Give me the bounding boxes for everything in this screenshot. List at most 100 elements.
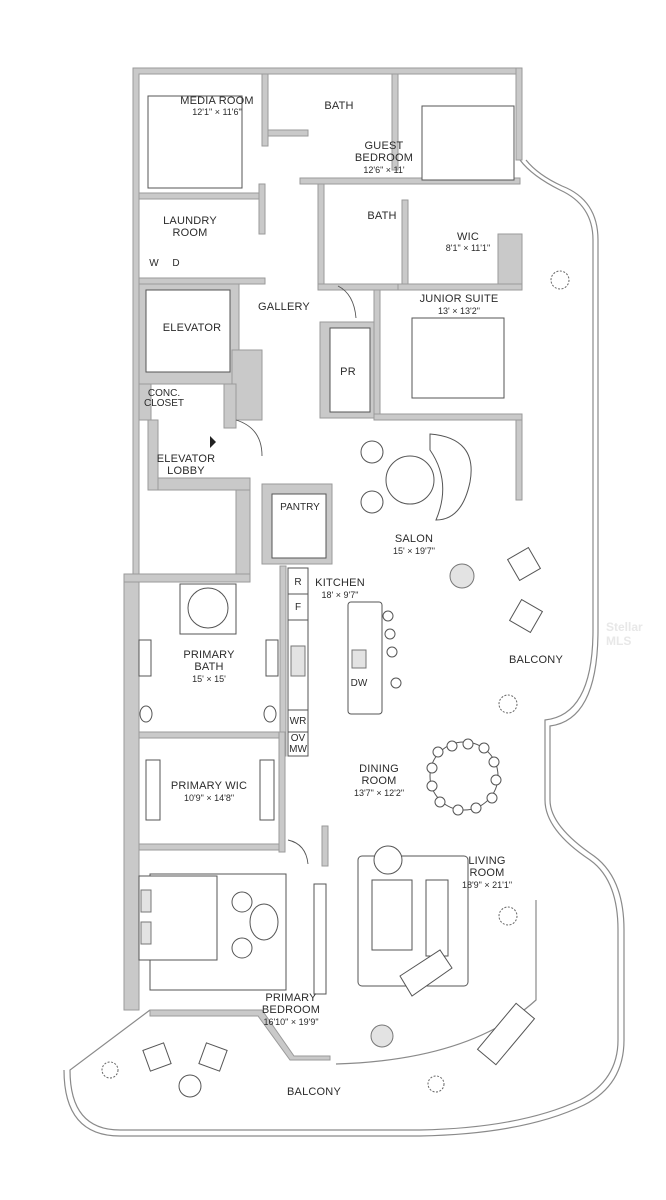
room-label-laundry-1: LAUNDRY — [163, 215, 217, 227]
wall-primary-north — [123, 573, 251, 583]
junior-bed — [411, 317, 505, 399]
primary-bath-tub — [187, 587, 229, 629]
room-label-bath-1: BATH — [324, 100, 354, 112]
primary-wic-shelf-right — [259, 759, 275, 821]
primary-bed — [138, 875, 218, 961]
dining-chair — [426, 762, 438, 774]
room-label-elevator: ELEVATOR — [162, 322, 222, 334]
dining-chair — [462, 738, 474, 750]
room-label-balcony-east: BALCONY — [509, 654, 563, 666]
room-dims-media: 12'1" × 11'6" — [192, 107, 242, 117]
wall-primary-west — [123, 573, 140, 1011]
room-dims-dining: 13'7" × 12'2" — [353, 788, 405, 798]
kitchen-sink — [351, 649, 367, 669]
wall-media-east — [261, 73, 269, 147]
appliance-microwave: MW — [289, 744, 307, 755]
wall-junior-south — [373, 413, 523, 421]
wall-lobby-south — [147, 477, 251, 491]
kitchen-app-ovmw — [287, 731, 309, 757]
primary-wic-shelf-left — [145, 759, 161, 821]
room-dims-living: 18'9" × 21'1" — [461, 880, 513, 890]
room-dims-primarybed: 16'10" × 19'9" — [263, 1017, 319, 1027]
appliance-refrigerator: R — [294, 577, 302, 588]
room-label-guest-1: GUEST — [364, 140, 404, 152]
appliance-washer: W — [149, 258, 159, 269]
room-label-primarybath-1: PRIMARY — [183, 649, 235, 661]
room-label-dining-1: DINING — [359, 763, 399, 775]
room-label-salon: SALON — [394, 533, 434, 545]
appliance-dryer: D — [172, 258, 180, 269]
living-wall-curve — [335, 900, 537, 1065]
wall-kitchen-west — [279, 565, 287, 757]
media-sofa — [147, 95, 243, 189]
salon-plant — [449, 563, 475, 589]
elevator-lobby-arrow — [210, 436, 216, 448]
tree — [498, 694, 518, 714]
balcony-chair — [142, 1042, 172, 1072]
wall-primarybed-east — [321, 825, 329, 867]
pantry-room — [271, 493, 327, 559]
room-label-laundry-2: ROOM — [172, 227, 208, 239]
tree — [427, 1075, 445, 1093]
living-table — [371, 879, 413, 951]
room-label-media: MEDIA ROOM — [180, 95, 254, 107]
room-label-pr: PR — [340, 366, 356, 378]
wall-lobby-east — [223, 383, 237, 429]
salon-sofa — [429, 433, 472, 521]
watermark: Stellar MLS — [606, 620, 643, 648]
kitchen-stool — [384, 628, 396, 640]
salon-chair — [360, 440, 384, 464]
room-label-conc-1: CONC. — [147, 388, 181, 399]
room-label-guest-2: BEDROOM — [354, 152, 414, 164]
wall-conc-closet — [138, 383, 152, 421]
pr-room — [329, 327, 371, 413]
primary-bedroom-chair — [231, 891, 253, 913]
dining-chair — [452, 804, 464, 816]
room-dims-wic: 8'1" × 11'1" — [445, 243, 491, 253]
room-dims-salon: 15' × 19'7" — [393, 546, 435, 556]
salon-table — [385, 455, 435, 505]
dining-chair — [446, 740, 458, 752]
tree — [498, 906, 518, 926]
kitchen-cooktop — [290, 645, 306, 677]
door-swing — [337, 285, 357, 319]
living-sofa — [425, 879, 449, 957]
tree — [101, 1061, 119, 1079]
wall-primarybath-south — [138, 731, 280, 739]
elevator-shaft — [145, 289, 231, 373]
primary-bedroom-tv-wall — [313, 883, 327, 995]
dining-chair — [486, 792, 498, 804]
room-label-living-1: LIVING — [468, 855, 506, 867]
primary-bath-vanity-left — [138, 639, 152, 677]
dining-chair — [426, 780, 438, 792]
balcony-table — [178, 1074, 202, 1098]
wall-guest-south — [299, 177, 521, 185]
primary-bed-pillow — [140, 889, 152, 913]
living-sectional — [399, 949, 453, 997]
room-label-junior: JUNIOR SUITE — [419, 293, 499, 305]
kitchen-stool — [386, 646, 398, 658]
kitchen-stool — [382, 610, 394, 622]
wall-salon-west — [235, 477, 251, 581]
wall-bath2-west — [317, 183, 325, 285]
wall-wic-south — [397, 283, 523, 291]
wall-primarywic-east — [278, 731, 286, 853]
room-label-lobby-2: LOBBY — [167, 465, 205, 477]
room-label-dining-2: ROOM — [361, 775, 397, 787]
room-label-primarybed-1: PRIMARY — [265, 992, 317, 1004]
primary-bath-toilet — [139, 705, 153, 723]
room-label-primarybed-2: BEDROOM — [261, 1004, 321, 1016]
wall-east-mid — [515, 419, 523, 501]
balcony-chair — [198, 1042, 228, 1072]
dining-chair — [488, 756, 500, 768]
primary-bedroom-chair — [231, 937, 253, 959]
primary-bed-pillow — [140, 921, 152, 945]
primary-bedroom-table — [249, 903, 279, 941]
primary-bedroom-south-wall — [149, 1009, 331, 1061]
dining-chair — [478, 742, 490, 754]
dining-chair — [470, 802, 482, 814]
door-swing — [287, 839, 309, 865]
dining-chair — [432, 746, 444, 758]
appliance-oven: OV — [290, 733, 306, 744]
